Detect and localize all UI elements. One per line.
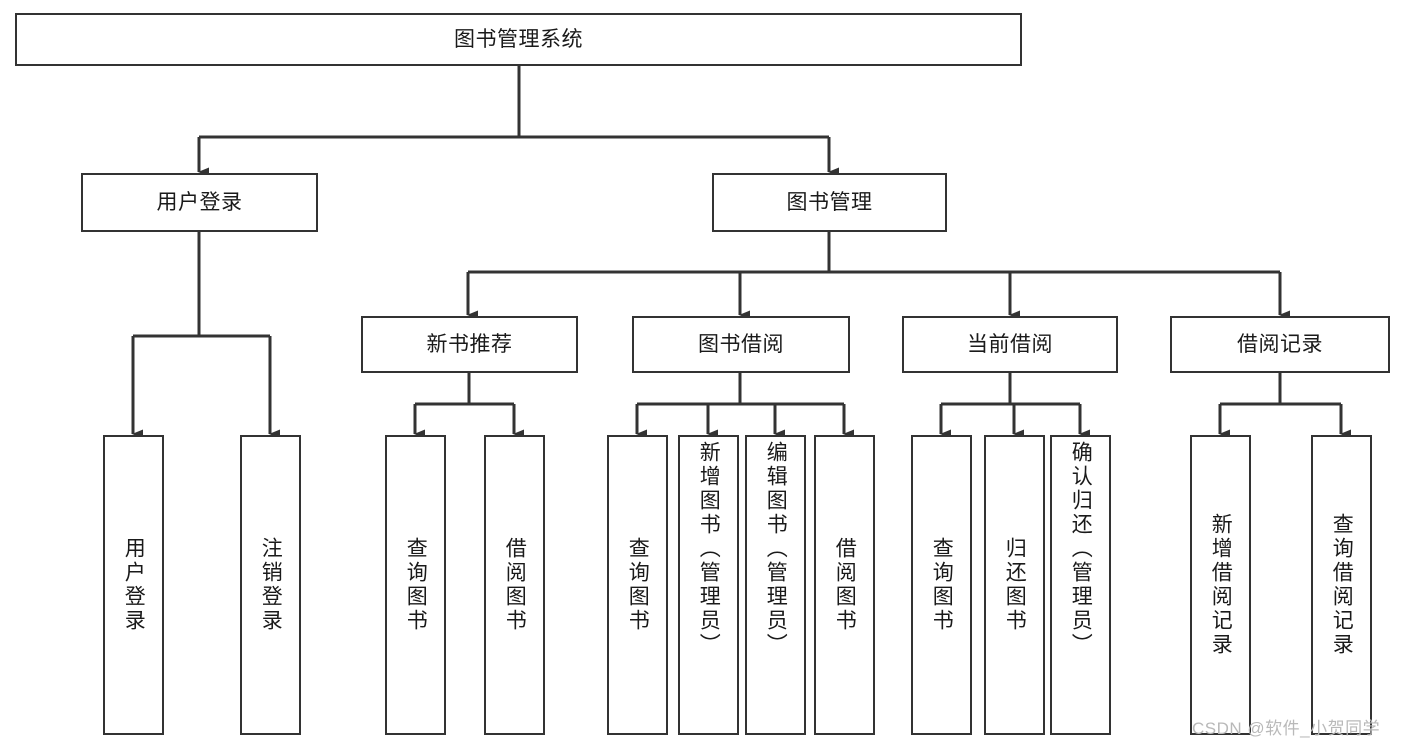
node-label-book-management: 图书管理 [786, 190, 873, 214]
node-book-borrow[interactable]: 图书借阅 [632, 316, 850, 373]
node-label-leaf-add-borrow-record: 新增借阅记录 [1209, 513, 1233, 657]
node-leaf-query-book-2[interactable]: 查询图书 [607, 435, 668, 735]
node-label-root: 图书管理系统 [454, 27, 583, 51]
node-label-current-borrow: 当前借阅 [967, 332, 1053, 356]
node-leaf-return-book[interactable]: 归还图书 [984, 435, 1045, 735]
node-leaf-logout[interactable]: 注销登录 [240, 435, 301, 735]
node-label-leaf-query-book-1: 查询图书 [404, 537, 428, 633]
node-leaf-borrow-book-2[interactable]: 借阅图书 [814, 435, 875, 735]
node-label-borrow-record: 借阅记录 [1237, 332, 1323, 356]
node-leaf-query-book-3[interactable]: 查询图书 [911, 435, 972, 735]
node-label-book-borrow: 图书借阅 [698, 332, 784, 356]
node-label-leaf-confirm-return-admin: 确认归还（管理员） [1069, 441, 1093, 657]
node-leaf-borrow-book-1[interactable]: 借阅图书 [484, 435, 545, 735]
node-leaf-confirm-return-admin[interactable]: 确认归还（管理员） [1050, 435, 1111, 735]
watermark-label: CSDN @软件_小贺同学 [1192, 719, 1381, 738]
node-label-leaf-query-book-2: 查询图书 [626, 537, 650, 633]
connector-lines [131, 66, 1351, 439]
node-leaf-user-login[interactable]: 用户登录 [103, 435, 164, 735]
node-label-leaf-borrow-book-1: 借阅图书 [503, 537, 527, 633]
node-label-leaf-logout: 注销登录 [259, 537, 283, 633]
node-leaf-query-book-1[interactable]: 查询图书 [385, 435, 446, 735]
node-leaf-edit-book-admin[interactable]: 编辑图书（管理员） [745, 435, 806, 735]
node-user-login[interactable]: 用户登录 [81, 173, 318, 232]
node-borrow-record[interactable]: 借阅记录 [1170, 316, 1390, 373]
node-label-leaf-query-book-3: 查询图书 [930, 537, 954, 633]
node-label-leaf-edit-book-admin: 编辑图书（管理员） [764, 441, 788, 657]
node-label-leaf-return-book: 归还图书 [1003, 537, 1027, 633]
node-label-user-login: 用户登录 [156, 190, 243, 214]
node-root[interactable]: 图书管理系统 [15, 13, 1022, 66]
node-leaf-add-book-admin[interactable]: 新增图书（管理员） [678, 435, 739, 735]
node-current-borrow[interactable]: 当前借阅 [902, 316, 1118, 373]
node-label-new-book-recommend: 新书推荐 [426, 332, 513, 356]
node-leaf-add-borrow-record[interactable]: 新增借阅记录 [1190, 435, 1251, 735]
node-book-management[interactable]: 图书管理 [712, 173, 947, 232]
node-label-leaf-user-login: 用户登录 [122, 537, 146, 633]
node-label-leaf-query-borrow-record: 查询借阅记录 [1330, 513, 1354, 657]
node-label-leaf-add-book-admin: 新增图书（管理员） [697, 441, 721, 657]
node-new-book-recommend[interactable]: 新书推荐 [361, 316, 578, 373]
node-label-leaf-borrow-book-2: 借阅图书 [833, 537, 857, 633]
node-leaf-query-borrow-record[interactable]: 查询借阅记录 [1311, 435, 1372, 735]
